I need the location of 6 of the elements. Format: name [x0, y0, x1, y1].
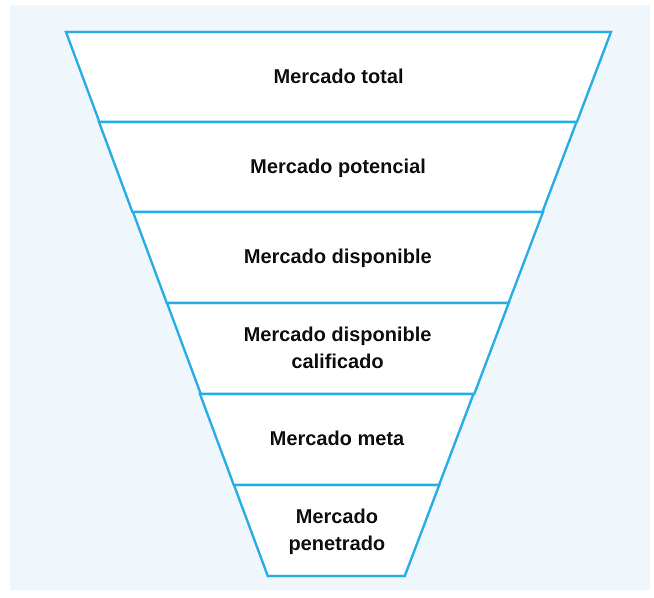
- stage-label: Mercado potencial: [250, 154, 426, 180]
- stage-label: Mercado penetrado: [287, 504, 386, 556]
- stage-label: Mercado disponible calificado: [242, 322, 432, 374]
- stage-label: Mercado disponible: [244, 245, 432, 270]
- stage-label: Mercado meta: [270, 427, 404, 452]
- stage-label: Mercado total: [274, 64, 404, 90]
